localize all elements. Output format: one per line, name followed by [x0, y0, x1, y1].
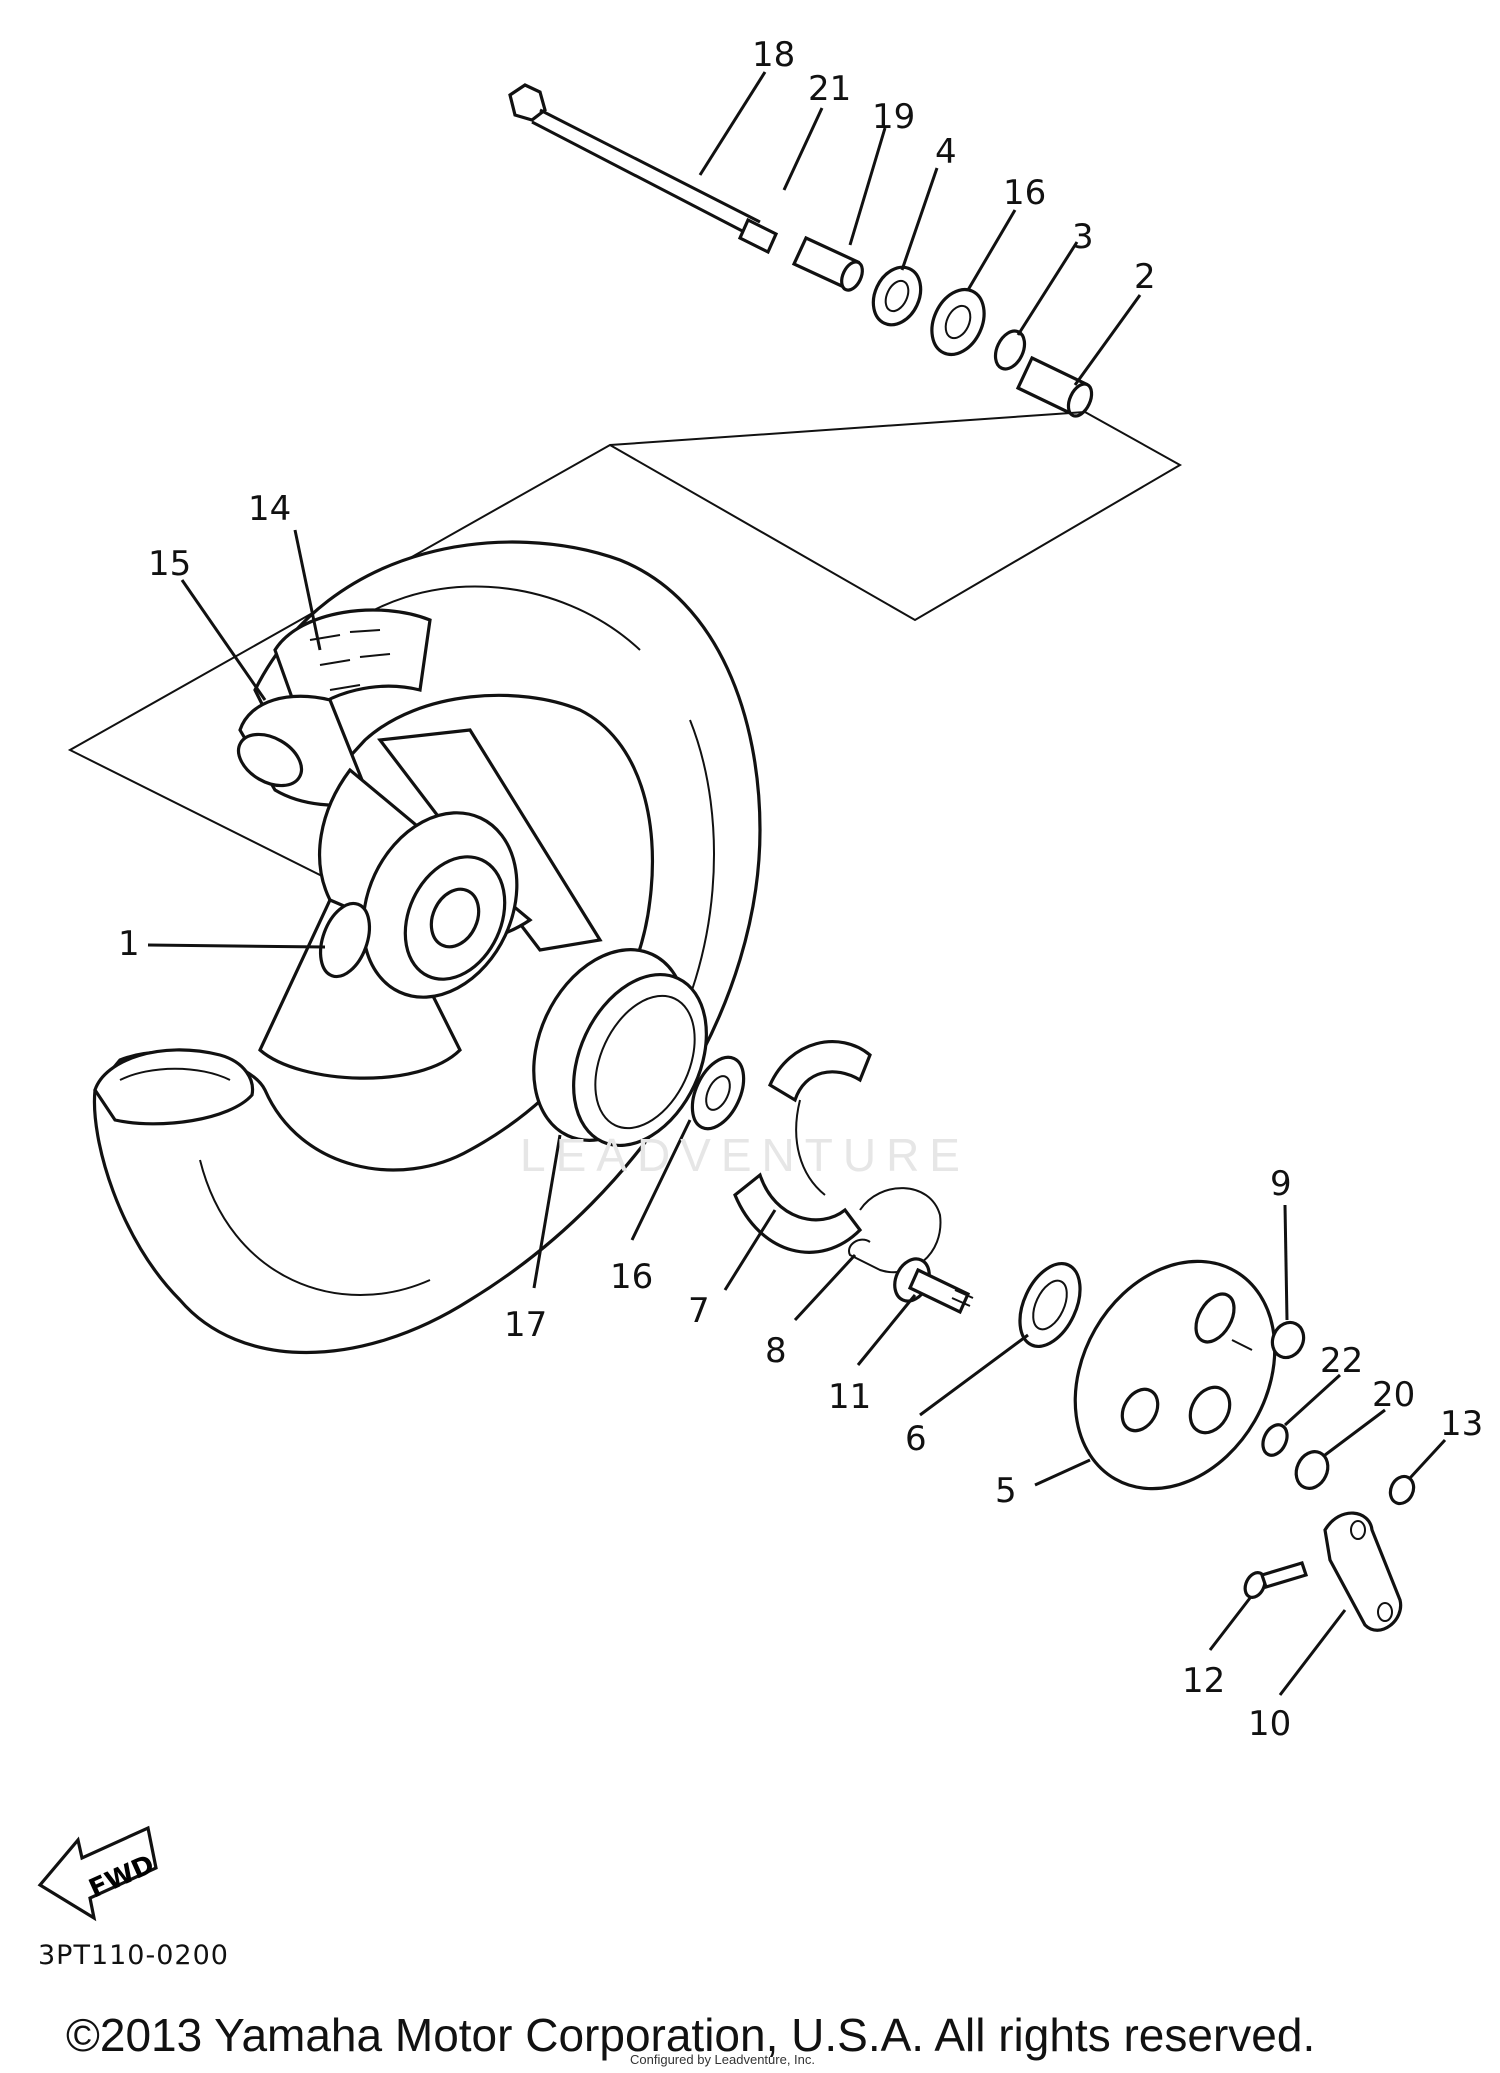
- callout-1: 1: [118, 924, 140, 964]
- callout-10: 10: [1248, 1704, 1291, 1744]
- axle-guide-line: [609, 411, 1086, 446]
- brake-shoe-comp: [733, 1040, 872, 1254]
- brake-shoe-plate: [1073, 1259, 1277, 1491]
- callout-labels: 18 21 19 4 16 3 2 14 15 1 16 7 17 8 11 6…: [118, 35, 1483, 1744]
- brake-spring: [848, 1187, 942, 1274]
- assembly-guide-line: [67, 411, 1183, 881]
- callout-15: 15: [148, 544, 191, 584]
- front-axle: [508, 83, 779, 255]
- copyright-notice: ©2013 Yamaha Motor Corporation, U.S.A. A…: [66, 2009, 1316, 2061]
- spacer-upper: [1015, 355, 1094, 418]
- diagram-part-code: 3PT110-0200: [38, 1940, 229, 1971]
- bolt-12: [1243, 1561, 1309, 1599]
- callout-17: 17: [504, 1305, 547, 1345]
- bearing-lower: [690, 1055, 746, 1131]
- callout-3: 3: [1072, 217, 1094, 257]
- tube: [236, 694, 373, 807]
- callout-6: 6: [905, 1419, 927, 1459]
- nut-20: [1294, 1450, 1330, 1490]
- callout-11: 11: [828, 1377, 871, 1417]
- callout-22: 22: [1320, 1341, 1363, 1381]
- axle-collar: [791, 235, 864, 292]
- leadventure-watermark: LEADVENTURE: [520, 1129, 970, 1181]
- oil-seal-upper: [871, 265, 923, 327]
- rim-front-section: [93, 1048, 255, 1126]
- callout-13: 13: [1440, 1404, 1483, 1444]
- circlip-upper: [993, 329, 1027, 371]
- brake-camshaft: [893, 1257, 974, 1315]
- callout-4: 4: [935, 132, 957, 172]
- callout-21: 21: [808, 69, 851, 109]
- callout-19: 19: [872, 97, 915, 137]
- nut-13: [1388, 1474, 1416, 1506]
- callout-7: 7: [688, 1291, 710, 1331]
- callout-2: 2: [1134, 257, 1156, 297]
- callout-20: 20: [1372, 1375, 1415, 1415]
- camshaft-lever: [1323, 1511, 1403, 1632]
- brake-drum-seal-ring: [532, 948, 708, 1148]
- callout-14: 14: [248, 489, 291, 529]
- callout-12: 12: [1182, 1661, 1225, 1701]
- nut-9: [1270, 1320, 1306, 1360]
- tire: [92, 540, 762, 1354]
- callout-16-upper: 16: [1003, 173, 1046, 213]
- callout-8: 8: [765, 1331, 787, 1371]
- configured-by-credit: Configured by Leadventure, Inc.: [630, 2052, 816, 2067]
- washer-22: [1261, 1423, 1289, 1457]
- callout-18: 18: [752, 35, 795, 75]
- callout-16-lower: 16: [610, 1257, 653, 1297]
- leader-lines: [147, 71, 1447, 1696]
- brake-oil-seal: [1018, 1262, 1082, 1348]
- wheel-hub: [361, 811, 519, 999]
- callout-5: 5: [995, 1471, 1017, 1511]
- hub-bearing-left: [318, 901, 372, 979]
- bearing-upper: [930, 287, 986, 357]
- callout-9: 9: [1270, 1164, 1292, 1204]
- forward-direction-arrow: FWD: [37, 1825, 159, 1922]
